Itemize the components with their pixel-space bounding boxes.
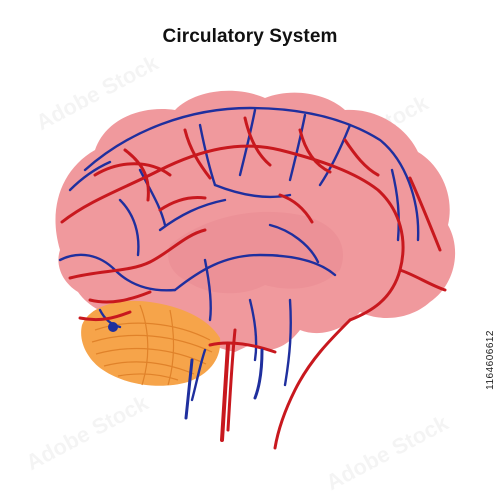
arteries xyxy=(60,116,447,450)
cerebellum xyxy=(81,300,221,386)
diagram-title: Circulatory System xyxy=(162,26,338,47)
brainstem xyxy=(184,343,264,442)
vessel-node xyxy=(108,322,118,332)
cerebellum-folia xyxy=(91,304,213,386)
veins xyxy=(58,106,420,402)
brain-fold-shading xyxy=(168,211,344,294)
stock-id: 1164606612 xyxy=(485,330,496,390)
